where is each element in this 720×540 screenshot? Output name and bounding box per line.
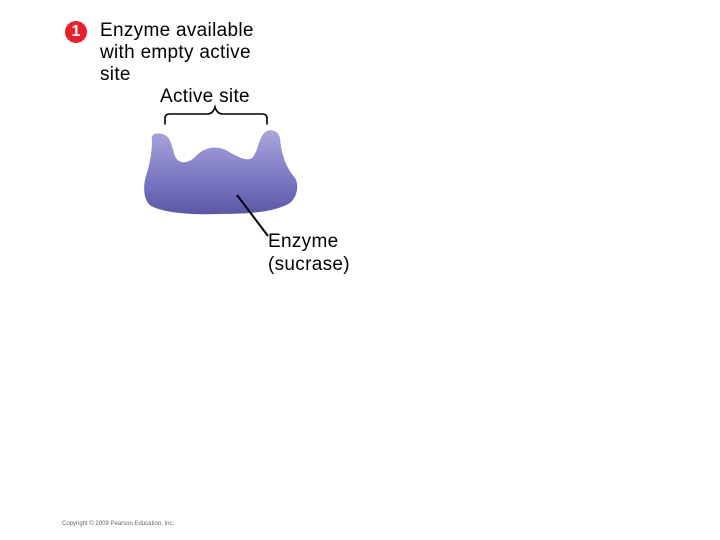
step-description: Enzyme available with empty active site	[100, 20, 254, 86]
step-description-line: site	[100, 64, 131, 85]
copyright-notice: Copyright © 2009 Pearson Education, Inc.	[62, 521, 175, 527]
enzyme-leader-line	[236, 194, 269, 237]
active-site-label: Active site	[160, 86, 250, 107]
enzyme-shape	[144, 130, 298, 215]
step-description-line: Enzyme available	[100, 20, 254, 41]
enzyme-label: Enzyme (sucrase)	[268, 230, 350, 276]
step-description-line: with empty active	[100, 42, 251, 63]
active-site-bracket	[164, 104, 268, 125]
enzyme-label-line: (sucrase)	[268, 254, 350, 275]
step-number-badge: 1	[65, 21, 87, 43]
enzyme-label-line: Enzyme	[268, 231, 339, 252]
